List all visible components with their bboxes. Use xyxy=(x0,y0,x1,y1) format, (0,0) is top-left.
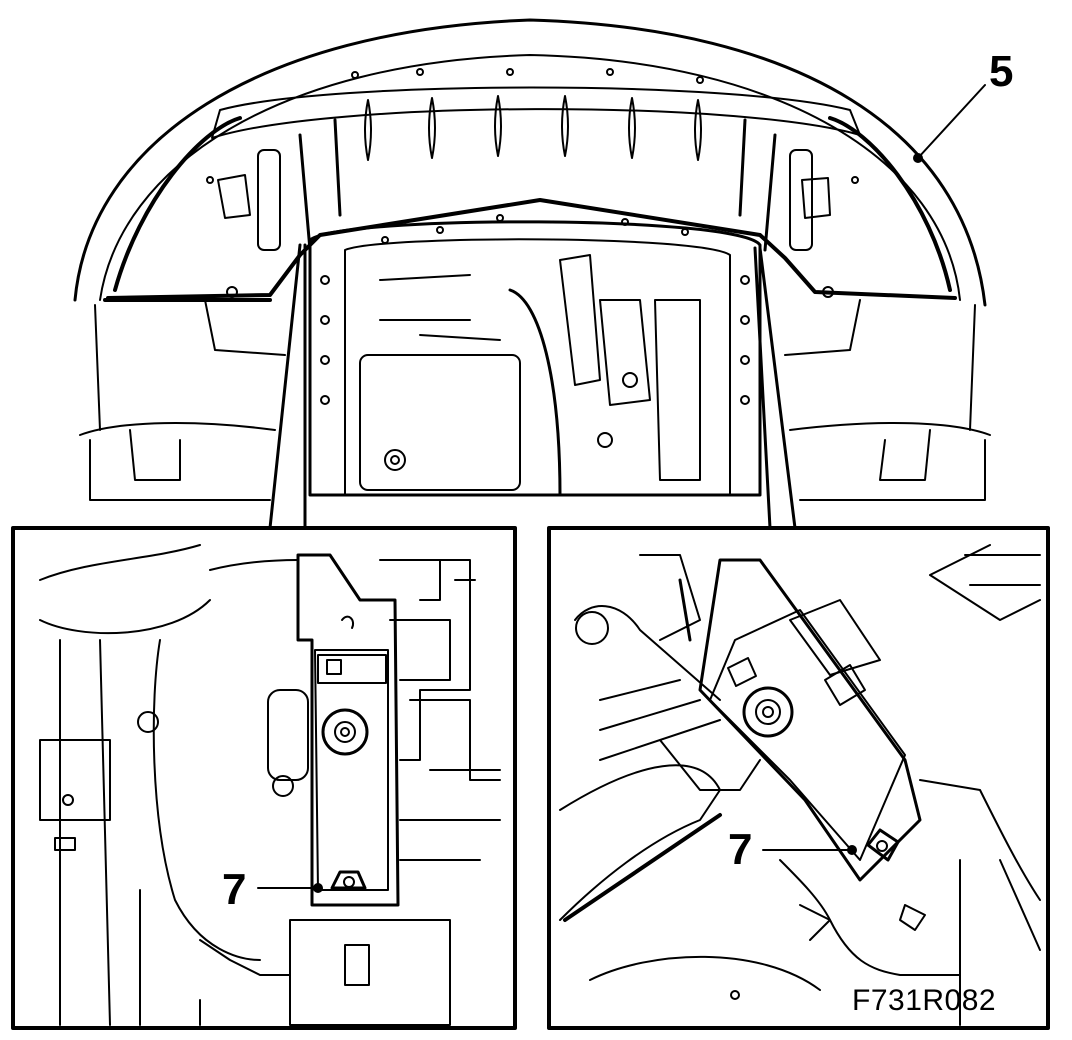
callout-label-7-right: 7 xyxy=(728,825,753,874)
bolt-right xyxy=(742,686,794,738)
upper-trim-panel xyxy=(211,86,861,139)
callout-label-5: 5 xyxy=(989,47,1014,96)
leader-dot-5 xyxy=(913,153,923,163)
rear-bumper-overview xyxy=(73,18,991,530)
rear-panel-opening xyxy=(308,220,762,497)
clip-left xyxy=(330,870,367,890)
leader-dot-7-left xyxy=(313,883,323,893)
bracket-left xyxy=(296,553,400,907)
vertical-slots xyxy=(364,95,702,161)
mount-holes xyxy=(320,68,750,405)
leader-line-5 xyxy=(917,84,986,159)
bumper-cover-outline xyxy=(73,18,987,307)
detail-box-right xyxy=(547,526,1050,1030)
detail-box-left xyxy=(11,526,517,1030)
bolt-left xyxy=(321,708,369,756)
callout-label-7-left: 7 xyxy=(222,865,247,914)
bumper-seam xyxy=(106,198,957,300)
leader-dot-7-right xyxy=(847,845,857,855)
clip-right xyxy=(866,828,900,862)
figure-code: F731R082 xyxy=(852,984,997,1017)
